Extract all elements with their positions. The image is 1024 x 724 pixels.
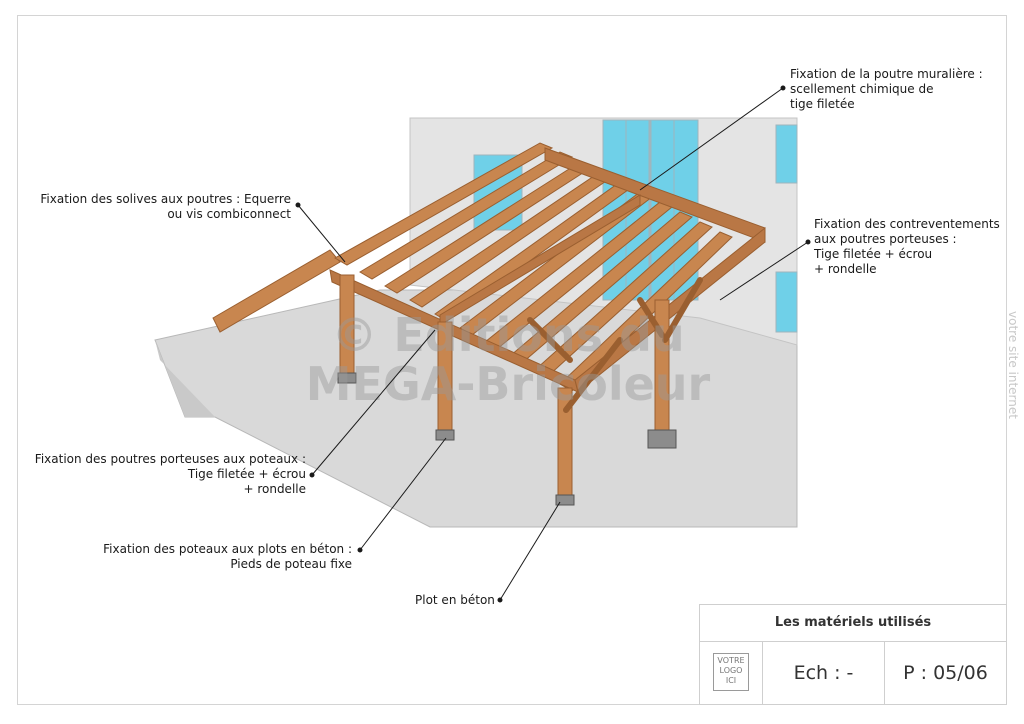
label-line: Fixation des solives aux poutres : Equer… — [40, 192, 291, 206]
label-line: tige filetée — [790, 97, 855, 111]
scale-cell: Ech : - — [763, 642, 885, 704]
label-line: Fixation des poutres porteuses aux potea… — [34, 452, 306, 466]
label-joist-fixing: Fixation des solives aux poutres : Equer… — [40, 192, 291, 222]
label-line: Tige filetée + écrou — [814, 247, 933, 261]
label-wall-beam-fixing: Fixation de la poutre muralière : scelle… — [790, 67, 983, 112]
logo-cell: VOTRE LOGO ICI — [700, 642, 763, 704]
watermark-line-2: MEGA-Bricoleur — [306, 357, 711, 411]
logo-text: ICI — [725, 676, 737, 685]
carrying-beams — [329, 147, 766, 393]
label-line: aux poutres porteuses : — [814, 232, 957, 246]
logo-text: LOGO — [719, 666, 743, 675]
window-upper — [775, 124, 798, 184]
label-line: Tige filetée + écrou — [187, 467, 306, 481]
label-post-plot-fixing: Fixation des poteaux aux plots en béton … — [103, 542, 352, 572]
post-bases — [337, 372, 677, 506]
logo-text: VOTRE — [717, 656, 745, 665]
label-line: Fixation de la poutre muralière : — [790, 67, 983, 81]
title-block-heading: Les matériels utilisés — [700, 605, 1006, 642]
label-line: Fixation des poteaux aux plots en béton … — [103, 542, 352, 556]
label-concrete-plot: Plot en béton — [415, 593, 495, 608]
leader-lines — [295, 85, 811, 603]
window-lower — [775, 271, 798, 333]
label-line: Pieds de poteau fixe — [230, 557, 352, 571]
label-line: Plot en béton — [415, 593, 495, 607]
label-line: scellement chimique de — [790, 82, 934, 96]
drawing-frame — [17, 15, 1007, 705]
label-line: + rondelle — [814, 262, 877, 276]
label-line: + rondelle — [243, 482, 306, 496]
wall-ledge — [212, 249, 341, 333]
braces — [527, 277, 703, 413]
title-block: Les matériels utilisés VOTRE LOGO ICI Ec… — [699, 604, 1007, 705]
label-line: ou vis combiconnect — [167, 207, 291, 221]
label-bracing-fixing: Fixation des contreventements aux poutre… — [814, 217, 1000, 277]
watermark: © Editions du MEGA-Bricoleur — [306, 308, 711, 411]
page-number-cell: P : 05/06 — [903, 662, 988, 684]
watermark-line-1: © Editions du — [331, 308, 684, 362]
label-beam-post-fixing: Fixation des poutres porteuses aux potea… — [35, 452, 306, 497]
logo-placeholder: VOTRE LOGO ICI — [713, 653, 749, 691]
ground-step — [155, 340, 215, 417]
label-line: Fixation des contreventements — [814, 217, 1000, 231]
side-website-text: votre site internet — [1006, 311, 1020, 419]
